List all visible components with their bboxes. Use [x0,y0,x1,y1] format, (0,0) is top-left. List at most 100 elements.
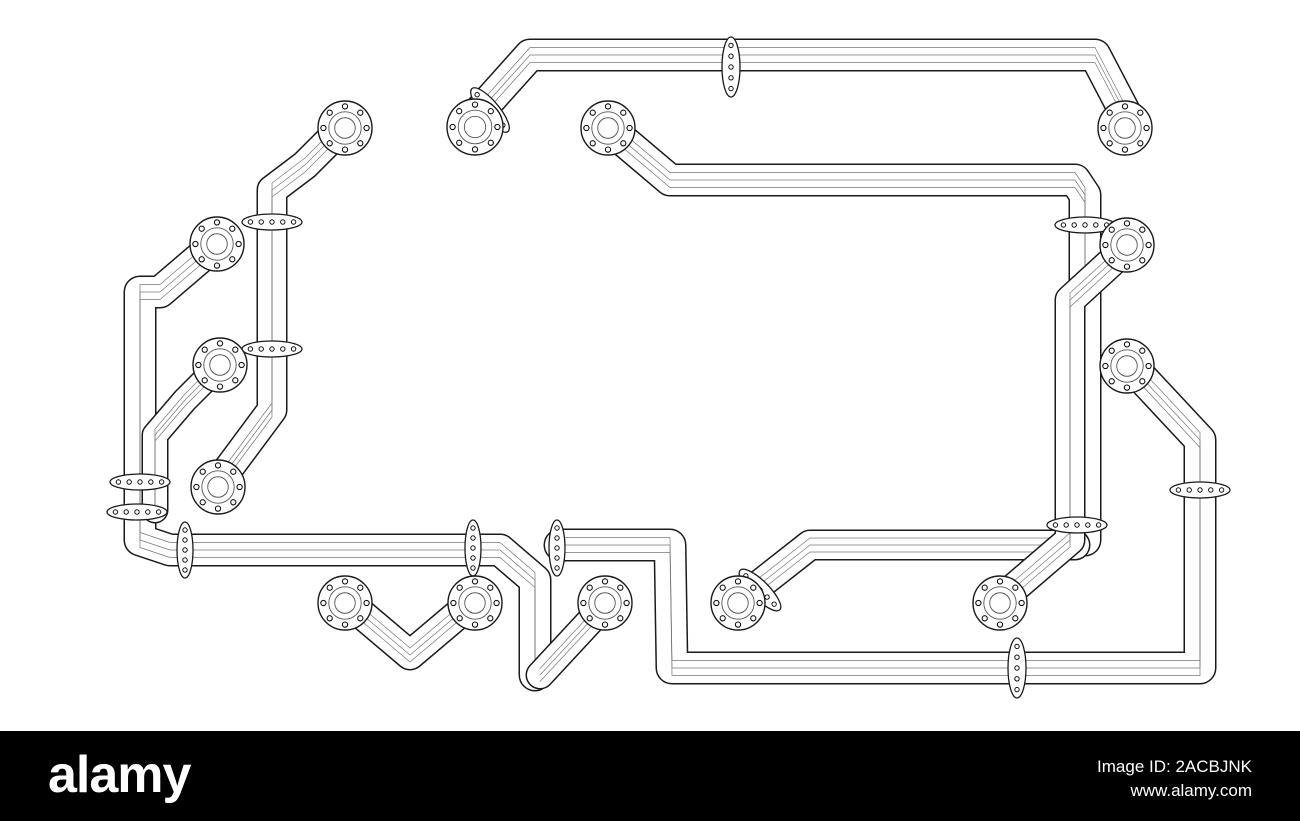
joint-left-low-bolt [158,479,165,485]
flange-bottom-d-inner [727,592,749,614]
flange-bottom-a-bolt [320,599,327,607]
joint-bottom-right-bolt [1014,643,1020,650]
flange-right-a-bolt [1108,257,1115,264]
flange-left-c-bolt [193,483,200,491]
joint-left-upper-bolt [247,219,254,225]
joint-bottom-c-bolt [554,525,560,531]
flange-bottom-a-bore [328,586,362,620]
joint-bottom-c-bolt [554,535,560,541]
pipe-left-upper-wire-high [219,117,346,474]
flange-bottom-c-bolt [601,621,609,628]
joint-left-corner-bolt [112,509,119,515]
flange-top-inner-bolt [589,109,596,116]
flange-top-left [446,98,504,156]
pipe-bottom-mid-outline [543,348,1217,685]
flange-right-a-bolt [1123,263,1131,270]
joint-bottom-c-bolt [554,545,560,551]
pipe-left-upper-body [206,111,359,494]
flange-top-right-bolt [1106,109,1113,116]
flange-left-c-bolt [236,483,243,491]
flange-bottom-b-bolt [493,599,500,607]
joint-top-center-bolt [728,85,734,92]
joint-right-upper-bolt [1060,222,1067,228]
flange-right-a-bolt [1145,241,1152,249]
joint-bottom-b-bolt [470,555,476,561]
flange-top-right-bolt [1121,103,1129,110]
joint-left-mid-bolt [280,346,286,352]
joint-left-corner-bolt [134,509,140,515]
flange-top-left-bolt [471,146,479,153]
joint-left-mid [241,340,303,358]
flange-upper-left-inner [334,117,356,139]
flange-bottom-d-bolt [713,599,720,607]
flange-left-a-bolt [229,256,236,263]
joint-left-upper-bolt [280,219,286,225]
joint-right-side-bolt [1208,487,1214,493]
flange-top-inner-bore [591,111,625,145]
flange-left-a-inner [206,233,228,255]
flange-left-b-bolt [216,383,224,390]
flange-left-b-bolt [195,361,202,369]
joint-left-mid-bolt [290,346,297,352]
flange-bottom-b [447,575,503,631]
flange-bottom-b-bolt [487,615,494,622]
flange-right-b [1099,338,1155,394]
flange-left-c-bolt [230,499,237,506]
pipe-top-arc [453,38,1147,139]
flange-right-a [1099,217,1155,273]
brand-logo: alamy [48,746,191,804]
joint-left-low-bolt [148,479,154,485]
flange-bottom-c-bolt [586,615,593,622]
flange-bottom-e [972,575,1028,631]
flange-left-b-bolt [232,346,239,353]
joint-bottom-c [548,519,566,577]
flange-bottom-d-bolt [750,584,757,591]
joint-bottom-b-bolt [470,545,476,551]
flange-top-inner-bolt [589,140,596,147]
joint-right-mid-bolt [1085,522,1091,528]
joint-left-upper-bolt [269,219,275,225]
pipe-right-low-wire-low [739,551,1076,608]
flange-top-left-bolt [487,139,494,146]
flange-top-right-bolt [1137,140,1144,147]
joint-bottom-c-bolt [554,565,560,571]
flange-top-right-bolt [1100,124,1107,132]
flange-right-a-bolt [1102,241,1109,249]
joint-right-mid-bolt [1052,522,1059,528]
flange-top-left-bolt [487,108,494,115]
joint-bottom-b-bolt [470,525,476,531]
flange-right-a-bolt [1139,226,1146,233]
flange-top-inner-bolt [620,140,627,147]
joint-right-mid-bolt [1095,522,1102,528]
flange-bottom-a-bolt [341,578,349,585]
flange-bottom-a [317,575,373,631]
flange-bottom-b-bolt [456,615,463,622]
joint-right-side-bolt [1218,487,1225,493]
flange-left-c-bolt [214,462,222,469]
joint-right-upper-bolt [1093,222,1099,228]
flange-top-right-bolt [1143,124,1150,132]
flange-left-c-bolt [199,499,206,506]
flange-bottom-b-bolt [471,621,479,628]
flange-top-left-bolt [494,123,501,131]
watermark-footer: alamy Image ID: 2ACBJNK www.alamy.com [0,731,1300,821]
pipe-bottom-mid-centerline [559,364,1201,669]
pipe-bottom-mid [543,348,1217,685]
joint-top-center-bolt [728,42,734,49]
joint-left-upper-bolt [290,219,297,225]
flange-bottom-d-bolt [734,621,742,628]
flange-bottom-a-bolt [363,599,370,607]
flange-bottom-e-bolt [996,578,1004,585]
flange-right-b-bolt [1123,384,1131,391]
flange-top-left-bolt [456,108,463,115]
joint-left-low [109,473,171,491]
pipe-right-diag [984,229,1146,616]
flange-left-b-bore [203,348,237,382]
flange-left-a-bore [200,227,234,261]
flange-bottom-d-bolt [750,615,757,622]
flange-left-a-bolt [235,240,242,248]
joint-left-corner [106,503,168,521]
flange-bottom-e-bolt [996,621,1004,628]
flange-bottom-a-bolt [357,615,364,622]
flange-right-b-bolt [1102,362,1109,370]
